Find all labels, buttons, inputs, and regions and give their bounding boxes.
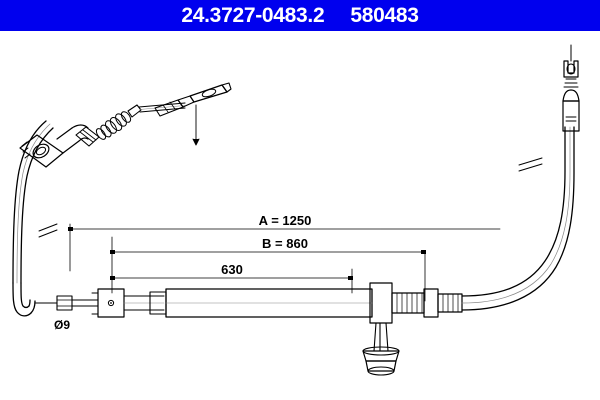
part-number-label: 24.3727-0483.2 [181, 3, 325, 27]
header-title-group: 24.3727-0483.2 580483 [181, 3, 419, 28]
left-cable-sheath-curve [12, 120, 54, 317]
drawing-canvas: A = 1250 B = 860 630 Ø9 [0, 31, 600, 400]
detail-view-flat-terminal [154, 82, 232, 146]
technical-drawing-svg: A = 1250 B = 860 630 Ø9 [12, 44, 580, 376]
dimension-630-label: 630 [221, 262, 243, 277]
break-mark-left [38, 223, 58, 238]
reference-number-label: 580483 [350, 3, 419, 27]
right-cable-sheath-curve [461, 126, 575, 311]
header-bar: 24.3727-0483.2 580483 [0, 0, 600, 31]
threaded-adjuster [391, 292, 425, 314]
center-mounting-bracket-clip [362, 282, 400, 376]
diameter-ferrule [56, 295, 73, 311]
dimension-a-label: A = 1250 [259, 213, 312, 228]
detail-view-spring-boot [75, 102, 186, 147]
dimension-line-a [68, 223, 501, 272]
left-end-eyelet-bracket [19, 124, 89, 168]
dimension-line-b [110, 236, 426, 302]
hex-nut [423, 288, 439, 318]
break-mark-right [518, 157, 543, 172]
square-block-fitting [91, 288, 125, 318]
main-tube-body [165, 288, 373, 318]
lower-cable-assembly [34, 282, 463, 376]
threaded-ferrule-right [437, 293, 463, 313]
dimension-b-label: B = 860 [262, 236, 308, 251]
right-end-fork-terminal [562, 44, 580, 132]
diameter-label: Ø9 [54, 318, 70, 332]
